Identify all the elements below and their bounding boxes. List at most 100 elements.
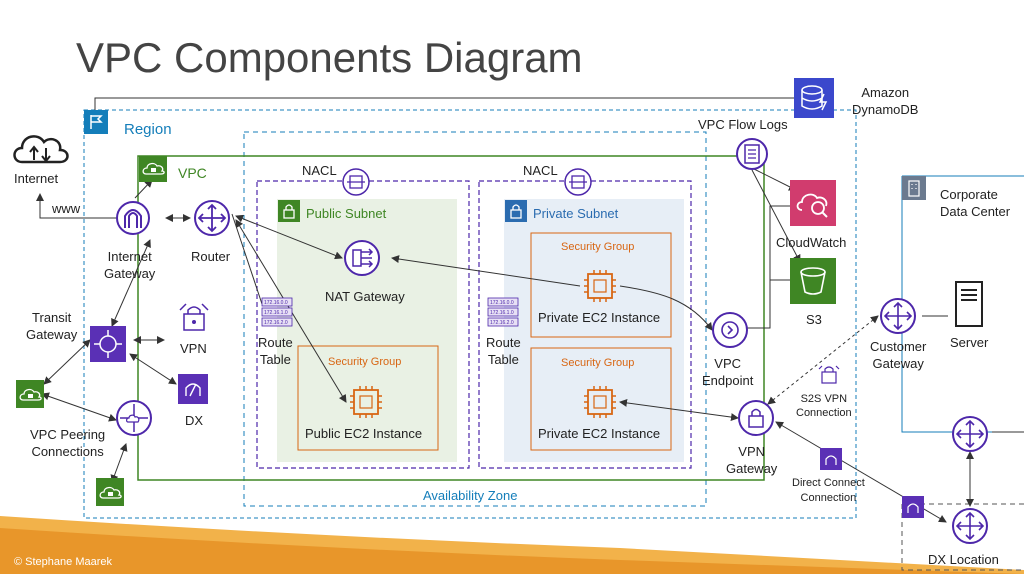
route-entry-private-2: 172.16.2.0 — [490, 320, 514, 326]
nacl-public-icon — [342, 168, 370, 196]
region-label: Region — [124, 121, 172, 138]
line-www — [39, 196, 118, 219]
vpc-endpoint-label: VPC Endpoint — [702, 356, 754, 388]
private-ec2-top-chip-icon[interactable] — [584, 270, 616, 302]
s3-label: S3 — [806, 312, 822, 327]
public-ec2-label: Public EC2 Instance — [305, 426, 423, 441]
vpn-gateway-icon[interactable] — [738, 400, 774, 436]
s2s-vpn-icon — [818, 365, 840, 384]
line-private-ec2-endpoint — [619, 285, 713, 331]
vpc-label: VPC — [178, 165, 207, 181]
internet-gateway-icon[interactable] — [116, 201, 150, 235]
vpc-peering-label: VPC Peering Connections — [30, 427, 106, 459]
vpc-endpoint-icon[interactable] — [712, 312, 748, 348]
route-entry-public-1: 172.16.1.0 — [264, 310, 288, 316]
cloudwatch-icon[interactable] — [790, 180, 836, 226]
s3-icon[interactable] — [790, 258, 836, 304]
private-ec2-bottom-label: Private EC2 Instance — [538, 426, 661, 441]
route-table-private-label: Route Table — [486, 335, 521, 367]
nat-gateway-icon[interactable] — [344, 240, 380, 276]
dx-location-label: DX Location — [928, 552, 999, 567]
security-group-private-top-boundary — [530, 232, 672, 338]
dynamodb-label: Amazon DynamoDB — [852, 85, 919, 117]
corporate-building-icon — [902, 176, 926, 200]
transit-gateway-label: Transit Gateway — [26, 310, 78, 342]
line-flowlogs-s3 — [751, 169, 801, 263]
private-ec2-top-label: Private EC2 Instance — [538, 310, 661, 325]
security-group-private-bottom-label: Security Group — [561, 357, 635, 369]
private-subnet-lock-icon — [505, 200, 527, 222]
corporate-dc-label: Corporate Data Center — [940, 187, 1011, 219]
vpc-cloud-icon — [139, 156, 167, 182]
cloud-icon — [13, 135, 69, 164]
direct-connect-icon — [820, 448, 842, 470]
line-igw-vpc — [134, 179, 153, 199]
corporate-router-icon[interactable] — [952, 416, 988, 452]
vpn-label: VPN — [180, 341, 207, 356]
route-table-private-icon: 172.16.0.0 172.16.1.0 172.16.2.0 — [487, 297, 519, 327]
vpc-peering-icon[interactable] — [116, 400, 152, 436]
line-transit-vpc-left — [43, 339, 91, 385]
route-table-public-label: Route Table — [258, 335, 293, 367]
router-icon[interactable] — [194, 200, 230, 236]
nacl-private-label: NACL — [523, 163, 558, 178]
dx-location-dx-icon — [902, 496, 924, 518]
vpn-gateway-label: VPN Gateway — [726, 444, 778, 476]
vpc-left-icon[interactable] — [16, 380, 44, 408]
security-group-public-label: Security Group — [328, 356, 402, 368]
vpc-flow-logs-icon[interactable] — [736, 138, 768, 170]
www-label: www — [52, 201, 81, 216]
line-transit-dx — [129, 353, 177, 385]
public-subnet-label: Public Subnet — [306, 206, 387, 221]
route-entry-private-0: 172.16.0.0 — [490, 300, 514, 306]
line-s2s-vpn — [767, 315, 879, 405]
line-transit-igw — [111, 239, 151, 327]
line-private-ec2-nat — [391, 255, 581, 287]
line-router-nat — [235, 214, 343, 260]
public-subnet-lock-icon — [278, 200, 300, 222]
region-boundary — [83, 109, 857, 519]
dx-location-router-icon[interactable] — [952, 508, 988, 544]
route-entry-private-1: 172.16.1.0 — [490, 310, 514, 316]
vpc-flow-logs-label: VPC Flow Logs — [698, 117, 788, 132]
public-subnet-area — [277, 199, 457, 462]
line-private-ec2-vpn-gateway — [619, 398, 739, 422]
transit-gateway-icon[interactable] — [90, 326, 126, 362]
region-flag-icon — [84, 110, 108, 134]
dx-icon[interactable] — [178, 374, 208, 404]
customer-gateway-icon[interactable] — [880, 298, 916, 334]
line-peering-bottom — [110, 443, 128, 483]
router-label: Router — [191, 249, 231, 264]
page-title: VPC Components Diagram — [76, 34, 583, 81]
line-peering-left — [41, 392, 117, 422]
dx-label: DX — [185, 413, 204, 428]
line-endpoint-cloudwatch — [746, 205, 790, 329]
vpc-bottom-icon[interactable] — [96, 478, 124, 506]
private-subnet-label: Private Subnet — [533, 206, 619, 221]
public-ec2-chip-icon[interactable] — [350, 386, 382, 418]
cloudwatch-label: CloudWatch — [776, 235, 847, 250]
footer-copyright: © Stephane Maarek — [14, 556, 112, 568]
server-label: Server — [950, 335, 989, 350]
dynamodb-icon[interactable] — [794, 78, 834, 118]
route-entry-public-2: 172.16.2.0 — [264, 320, 288, 326]
vpn-icon[interactable] — [179, 303, 209, 331]
route-table-public-icon: 172.16.0.0 172.16.1.0 172.16.2.0 — [261, 297, 293, 327]
s2s-vpn-label: S2S VPN Connection — [796, 393, 852, 419]
direct-connect-label: Direct Connect Connection — [792, 477, 865, 504]
server-icon[interactable] — [955, 281, 983, 327]
nacl-private-icon — [564, 168, 592, 196]
security-group-private-top-label: Security Group — [561, 241, 635, 253]
line-flowlogs-cloudwatch — [751, 167, 797, 191]
availability-zone-label: Availability Zone — [423, 488, 518, 503]
private-ec2-bottom-chip-icon[interactable] — [584, 386, 616, 418]
line-internet-dynamodb — [94, 94, 809, 110]
customer-gateway-label: Customer Gateway — [870, 339, 927, 371]
nat-gateway-label: NAT Gateway — [325, 289, 405, 304]
nacl-public-label: NACL — [302, 163, 337, 178]
internet-gateway-label: Internet Gateway — [104, 249, 156, 281]
route-entry-public-0: 172.16.0.0 — [264, 300, 288, 306]
internet-label: Internet — [14, 171, 59, 186]
footer-band-dark — [0, 528, 1024, 574]
